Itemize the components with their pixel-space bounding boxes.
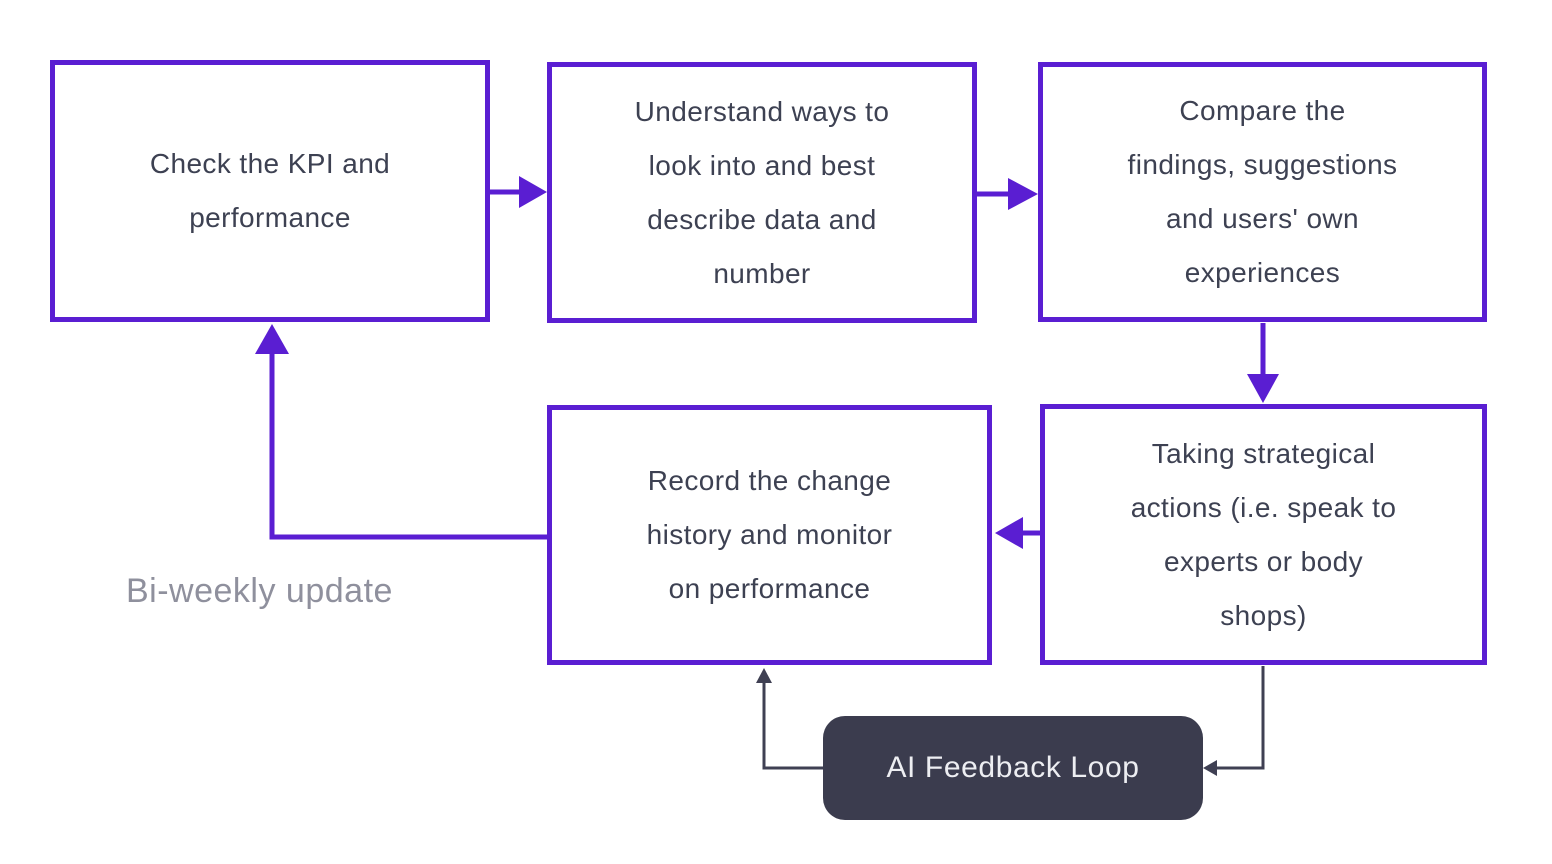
- node-ai-feedback-loop-label: AI Feedback Loop: [886, 751, 1140, 784]
- node-taking-actions: Taking strategical actions (i.e. speak t…: [1040, 404, 1487, 665]
- arrow-compare-to-taking: [1247, 323, 1279, 403]
- node-compare-findings: Compare the findings, suggestions and us…: [1038, 62, 1487, 322]
- arrow-feedback-to-record: [756, 668, 823, 770]
- node-check-kpi-label: Check the KPI and performance: [149, 148, 391, 233]
- biweekly-update-label: Bi-weekly update: [126, 572, 393, 610]
- arrow-understand-to-compare: [977, 178, 1038, 210]
- node-record-history: Record the change history and monitor on…: [547, 405, 992, 665]
- arrow-record-to-check-biweekly: [255, 324, 547, 540]
- node-understand-ways-label: Understand ways to look into and best de…: [634, 95, 890, 289]
- arrow-check-to-understand: [490, 176, 547, 208]
- node-compare-findings-label: Compare the findings, suggestions and us…: [1127, 95, 1398, 288]
- arrow-taking-to-record: [995, 517, 1040, 549]
- node-ai-feedback-loop: AI Feedback Loop: [823, 716, 1203, 820]
- node-check-kpi: Check the KPI and performance: [50, 60, 490, 322]
- node-taking-actions-label: Taking strategical actions (i.e. speak t…: [1130, 437, 1397, 631]
- node-record-history-label: Record the change history and monitor on…: [646, 465, 893, 604]
- node-understand-ways: Understand ways to look into and best de…: [547, 62, 977, 323]
- arrow-taking-to-feedback: [1203, 666, 1265, 776]
